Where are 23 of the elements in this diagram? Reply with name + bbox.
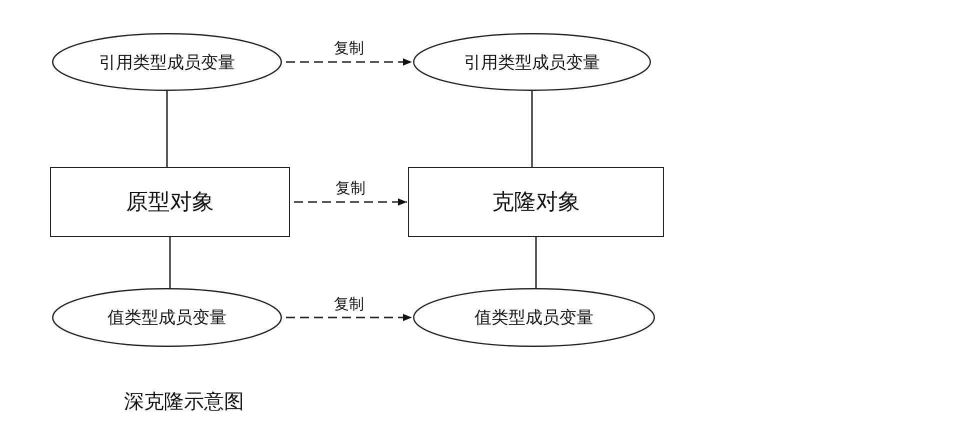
process-box <box>408 167 664 237</box>
ellipse-node <box>52 288 282 347</box>
arrow <box>286 58 412 66</box>
node-label: 引用类型成员变量 <box>464 52 600 74</box>
node-label: 值类型成员变量 <box>108 307 226 329</box>
connector-line <box>535 237 537 288</box>
connector-line <box>169 237 171 288</box>
ellipse-node <box>413 33 651 91</box>
node-label: 引用类型成员变量 <box>99 52 235 74</box>
edge-label: 复制 <box>332 294 366 314</box>
connector-line <box>531 91 533 167</box>
arrow <box>286 314 412 322</box>
edge-label: 复制 <box>334 179 368 198</box>
arrow <box>294 198 407 206</box>
edge-label: 复制 <box>332 39 366 58</box>
box-label: 原型对象 <box>126 189 214 217</box>
ellipse-node <box>52 33 282 91</box>
connector-line <box>166 91 168 167</box>
node-label: 值类型成员变量 <box>474 307 594 329</box>
ellipse-node <box>413 288 655 347</box>
caption: 深克隆示意图 <box>124 388 244 415</box>
box-label: 克隆对象 <box>492 189 580 217</box>
process-box <box>50 167 290 237</box>
